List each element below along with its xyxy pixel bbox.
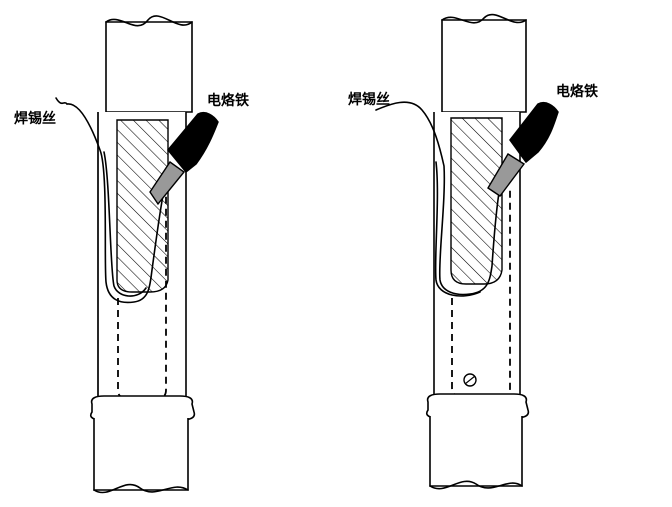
figure-left: 焊锡丝 电烙铁 [14, 15, 249, 494]
vent-hole [463, 373, 477, 387]
upper-cylinder [105, 15, 193, 113]
upper-cylinder [441, 13, 527, 113]
lower-base [425, 393, 530, 490]
soldering-iron-label: 电烙铁 [207, 92, 249, 109]
soldering-iron-label: 电烙铁 [556, 83, 598, 100]
solder-wire [55, 97, 165, 304]
figure-right: 焊锡丝 电烙铁 [348, 13, 598, 490]
lower-base [89, 395, 196, 494]
solder-wire-label: 焊锡丝 [348, 91, 390, 108]
soldering-iron [487, 101, 559, 197]
solder-wire-label: 焊锡丝 [14, 110, 56, 127]
solder-wire [375, 101, 501, 297]
soldering-iron [149, 111, 219, 206]
molten-solder [450, 117, 503, 285]
molten-solder [116, 119, 169, 293]
